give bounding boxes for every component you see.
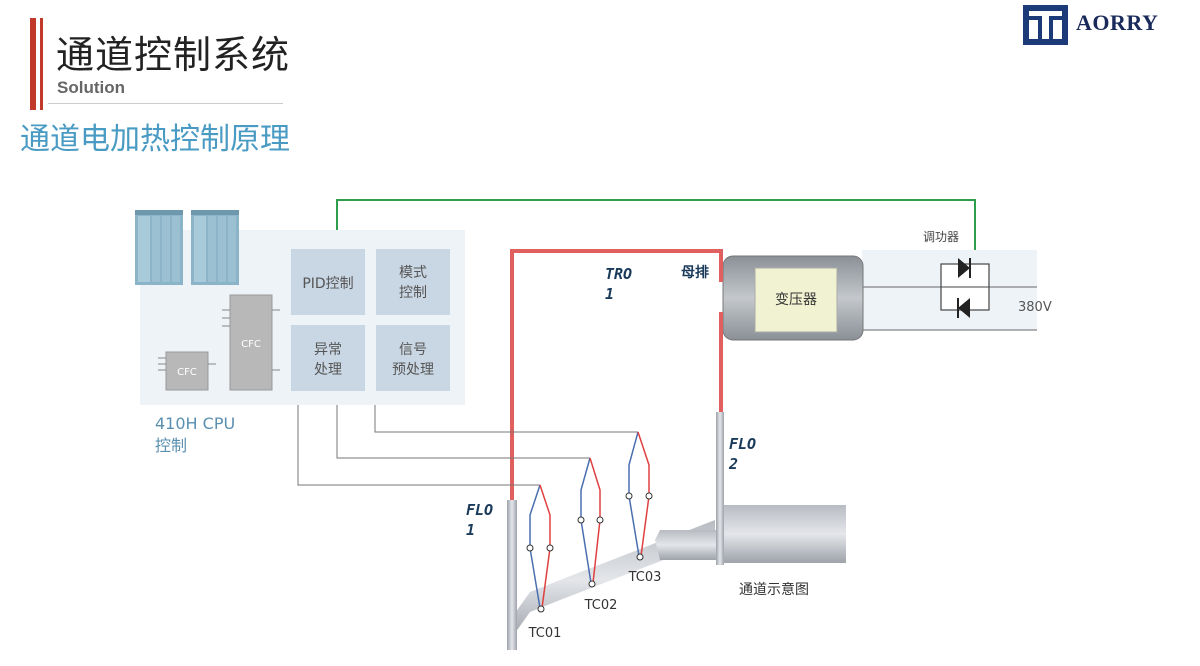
channel-joint-pipe <box>655 530 722 560</box>
module-signal-label-1: 信号 <box>399 342 427 358</box>
channel-horizontal-pipe <box>722 505 846 563</box>
flo2-label-1: FLO <box>729 435 756 453</box>
flo2-vertical-pipe <box>716 412 724 565</box>
module-exception-label-1: 异常 <box>314 342 342 358</box>
module-mode-box <box>376 249 450 315</box>
thermocouple-tc03 <box>625 431 653 561</box>
title-accent-bar-thin <box>40 18 43 110</box>
cfc-large-label: CFC <box>241 339 261 350</box>
thermocouple-tc02 <box>577 457 604 588</box>
cfc-block-small <box>158 351 216 391</box>
channel-diagram-label: 通道示意图 <box>739 581 809 598</box>
tc03-label: TC03 <box>628 570 662 585</box>
aorry-logo-icon <box>1023 5 1068 45</box>
tc03-signal-line <box>374 405 638 433</box>
page-subtitle: Solution <box>57 78 125 97</box>
title-accent-bar <box>30 18 36 110</box>
module-signal-box <box>376 325 450 391</box>
control-signal-line <box>336 199 976 250</box>
thermocouple-tc01 <box>526 484 554 613</box>
module-pid-box <box>291 249 365 315</box>
logo-text: AORRY <box>1076 10 1159 35</box>
tro-label-1: TRO <box>605 265 632 283</box>
tc01-signal-line <box>297 405 540 486</box>
module-mode-label-2: 控制 <box>399 285 427 301</box>
tc01-label: TC01 <box>528 626 562 641</box>
module-signal-label-2: 预处理 <box>392 362 434 378</box>
transformer-core <box>754 267 838 333</box>
cpu-label-line1: 410H CPU <box>155 414 235 433</box>
section-title: 通道电加热控制原理 <box>20 122 290 157</box>
cpu-label-line2: 控制 <box>155 436 187 455</box>
flo1-label-1: FLO <box>466 501 493 519</box>
transformer-label: 变压器 <box>775 292 817 308</box>
cfc-small-label: CFC <box>177 367 197 378</box>
plc-rack-2 <box>191 210 239 285</box>
flo1-label-2: 1 <box>466 521 475 539</box>
plc-rack-1 <box>135 210 183 285</box>
tc02-signal-line <box>336 405 590 459</box>
flo2-label-2: 2 <box>728 455 738 473</box>
busbar-top <box>510 249 723 500</box>
page-title: 通道控制系统 <box>56 33 291 77</box>
flo1-vertical-pipe <box>507 500 517 650</box>
module-pid-label: PID控制 <box>302 276 353 292</box>
voltage-label: 380V <box>1018 300 1052 315</box>
tc02-label: TC02 <box>584 598 618 613</box>
module-exception-label-2: 处理 <box>314 362 342 378</box>
tro-label-2: 1 <box>605 285 614 303</box>
thyristor-icon <box>940 258 990 318</box>
cfc-block-large <box>222 294 280 391</box>
module-mode-label-1: 模式 <box>399 265 427 281</box>
power-regulator-label: 调功器 <box>923 230 959 244</box>
busbar-label: 母排 <box>681 264 709 281</box>
module-exception-box <box>291 325 365 391</box>
title-divider <box>48 103 283 104</box>
